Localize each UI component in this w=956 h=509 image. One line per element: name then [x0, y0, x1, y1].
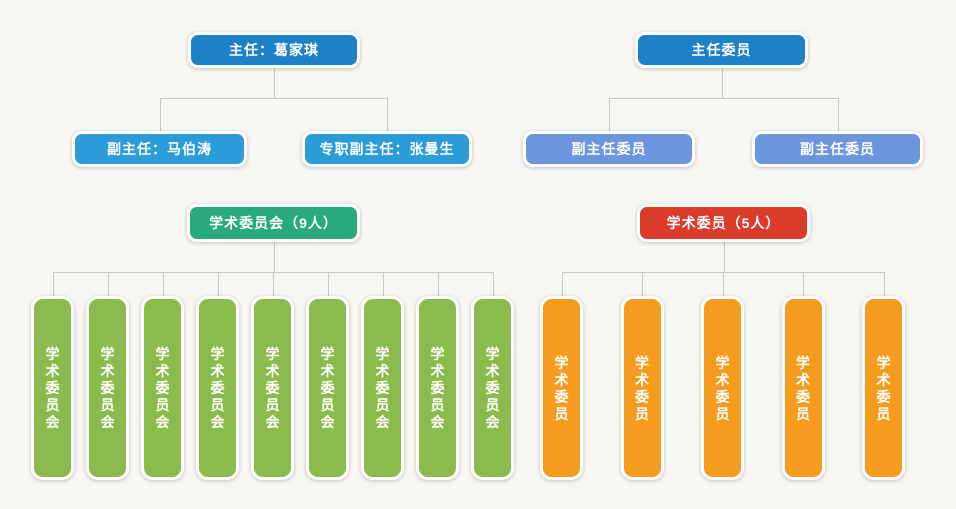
- member-node: 学术委员会: [196, 296, 239, 480]
- connector-line: [382, 272, 384, 296]
- member-node: 学术委员会: [141, 296, 184, 480]
- connector-line: [327, 272, 329, 296]
- chart-b-deputy-1-node: 副主任委员: [523, 131, 695, 167]
- member-label: 学术委员会: [45, 346, 60, 430]
- chart-a-deputy-1-label: 副主任：马伯涛: [107, 141, 212, 157]
- chart-b-root-label: 主任委员: [691, 42, 752, 58]
- connector-line: [273, 242, 275, 272]
- member-node: 学术委员: [620, 296, 664, 480]
- connector-line: [609, 98, 610, 131]
- chart-a-deputy-1-node: 副主任：马伯涛: [72, 131, 247, 167]
- member-node: 学术委员会: [306, 296, 349, 480]
- member-label: 学术委员会: [375, 346, 390, 430]
- member-label: 学术委员会: [320, 346, 335, 430]
- connector-line: [387, 98, 388, 131]
- connector-line: [492, 272, 494, 296]
- connector-line: [723, 242, 725, 272]
- connector-line: [162, 272, 164, 296]
- chart-a-committee-node: 学术委员会（9人）: [187, 204, 360, 242]
- member-label: 学术委员: [635, 354, 649, 422]
- connector-line: [642, 272, 643, 296]
- connector-line: [437, 272, 439, 296]
- chart-a-deputy-2-label: 专职副主任：张曼生: [319, 141, 455, 157]
- member-node: 学术委员会: [31, 296, 74, 480]
- connector-line: [722, 272, 724, 296]
- connector-line: [107, 272, 109, 296]
- chart-b-deputy-2-node: 副主任委员: [752, 131, 923, 167]
- member-node: 学术委员会: [416, 296, 459, 480]
- chart-a-members: 学术委员会 学术委员会 学术委员会 学术委员会 学术委员会 学术委员会 学术委员会 学术委员会…: [31, 296, 514, 480]
- connector-line: [52, 272, 54, 296]
- chart-b-committee-label: 学术委员（5人）: [666, 215, 781, 231]
- member-label: 学术委员: [554, 354, 569, 422]
- connector-line: [883, 272, 885, 296]
- member-node: 学术委员: [701, 296, 744, 480]
- member-label: 学术委员会: [265, 346, 280, 430]
- connector-line: [803, 272, 804, 296]
- chart-b-root-node: 主任委员: [635, 32, 808, 68]
- member-node: 学术委员会: [471, 296, 514, 480]
- member-label: 学术委员: [876, 354, 891, 422]
- chart-b-committee-node: 学术委员（5人）: [637, 204, 810, 242]
- connector-line: [837, 98, 839, 131]
- connector-line: [272, 272, 274, 296]
- member-node: 学术委员: [781, 296, 825, 480]
- chart-a-committee-label: 学术委员会（9人）: [209, 215, 338, 231]
- member-label: 学术委员会: [485, 346, 500, 430]
- chart-b-deputy-1-label: 副主任委员: [571, 141, 647, 157]
- connector-line: [159, 98, 387, 99]
- member-node: 学术委员会: [251, 296, 294, 480]
- connector-line: [721, 68, 723, 98]
- member-node: 学术委员会: [361, 296, 404, 480]
- member-label: 学术委员会: [155, 346, 170, 430]
- chart-a-root-node: 主任：葛家琪: [188, 32, 360, 68]
- chart-a-root-label: 主任：葛家琪: [229, 42, 319, 58]
- member-label: 学术委员: [796, 354, 810, 422]
- member-label: 学术委员会: [210, 346, 225, 430]
- chart-a-deputy-2-node: 专职副主任：张曼生: [302, 131, 472, 167]
- member-node: 学术委员会: [86, 296, 129, 480]
- member-label: 学术委员会: [100, 346, 115, 430]
- member-label: 学术委员会: [430, 346, 445, 430]
- chart-b-members: 学术委员 学术委员 学术委员 学术委员 学术委员: [540, 296, 905, 480]
- connector-line: [561, 272, 563, 296]
- connector-line: [274, 68, 275, 98]
- member-node: 学术委员: [862, 296, 905, 480]
- connector-line: [609, 98, 838, 99]
- member-label: 学术委员: [715, 354, 730, 422]
- member-node: 学术委员: [540, 296, 583, 480]
- connector-line: [159, 98, 161, 131]
- connector-line: [217, 272, 219, 296]
- chart-b-deputy-2-label: 副主任委员: [800, 141, 875, 157]
